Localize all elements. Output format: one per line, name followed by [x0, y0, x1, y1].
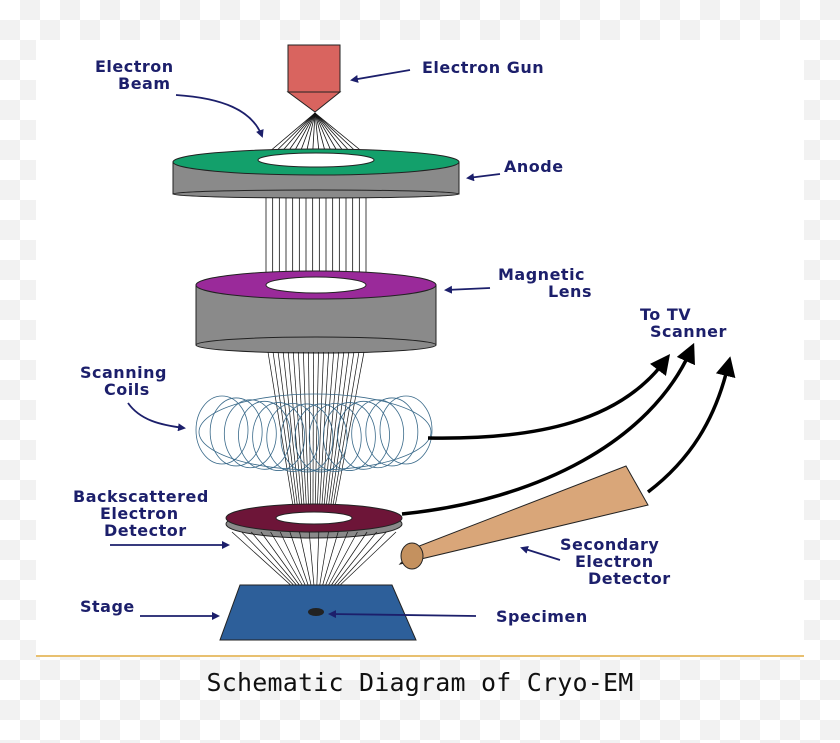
label-scanning-coils-line1: Scanning: [80, 363, 167, 382]
coil-outline: [198, 393, 432, 471]
label-stage: Stage: [80, 597, 135, 616]
label-secondary-line3: Detector: [588, 569, 671, 588]
label-electron-beam-line1: Electron: [95, 57, 174, 76]
beam-line: [312, 351, 314, 513]
beam-line: [292, 351, 305, 513]
label-specimen: Specimen: [496, 607, 588, 626]
anode: [172, 148, 460, 199]
coil-loop: [266, 403, 320, 472]
label-electron-beam-line2: Beam: [118, 74, 171, 93]
label-arrows: [110, 69, 561, 620]
coil-loop: [195, 395, 249, 465]
coil-loop: [308, 403, 362, 472]
caption-divider: [36, 655, 804, 657]
label-backscattered-line2: Electron: [100, 504, 179, 523]
coil-loop: [238, 400, 291, 470]
label-backscattered-line3: Detector: [104, 521, 187, 540]
parallel-beams: [265, 198, 367, 282]
scanning-coils: [195, 393, 433, 473]
coil-loop: [351, 399, 405, 469]
figure-caption: Schematic Diagram of Cryo-EM: [206, 668, 634, 697]
secondary-electron-detector: [398, 465, 649, 570]
beam-line: [277, 351, 299, 513]
beam-line: [331, 351, 360, 513]
beam-line: [321, 351, 335, 513]
label-magnetic-lens-line2: Lens: [548, 282, 592, 301]
beam-line: [329, 351, 355, 513]
beam-line: [325, 351, 345, 513]
beam-line: [272, 351, 297, 513]
label-scanning-coils-line2: Coils: [104, 380, 150, 399]
coil-loop: [223, 399, 277, 469]
coil-loop: [365, 397, 419, 467]
label-anode: Anode: [504, 157, 564, 176]
coil-loop: [294, 403, 348, 473]
magnetic-lens: [195, 270, 437, 354]
label-magnetic-lens-line1: Magnetic: [498, 265, 585, 284]
coil-loop: [252, 402, 306, 471]
label-to-tv-line1: To TV: [640, 305, 691, 324]
coil-loop: [280, 403, 334, 473]
signal-arrows: [401, 342, 736, 516]
beam-line: [314, 351, 319, 513]
coil-loop: [379, 395, 433, 465]
beam-line: [323, 351, 340, 513]
beam-line: [327, 351, 350, 513]
label-secondary-line2: Electron: [575, 552, 654, 571]
label-backscattered-line1: Backscattered: [73, 487, 209, 506]
coil-loop: [337, 400, 390, 470]
label-to-tv-line2: Scanner: [650, 322, 727, 341]
beam-line: [297, 351, 307, 513]
label-secondary-line1: Secondary: [560, 535, 659, 554]
beam-line: [333, 351, 365, 513]
backscattered-electron-detector: [225, 503, 403, 539]
coil-loop: [322, 402, 376, 471]
coil-loop: [209, 397, 263, 467]
stage: [219, 584, 417, 641]
beam-line: [303, 351, 310, 513]
electron-gun: [286, 44, 342, 113]
label-electron-gun: Electron Gun: [422, 58, 544, 77]
converging-beams: [267, 351, 365, 513]
beam-line: [282, 351, 301, 513]
beam-line: [316, 351, 324, 513]
